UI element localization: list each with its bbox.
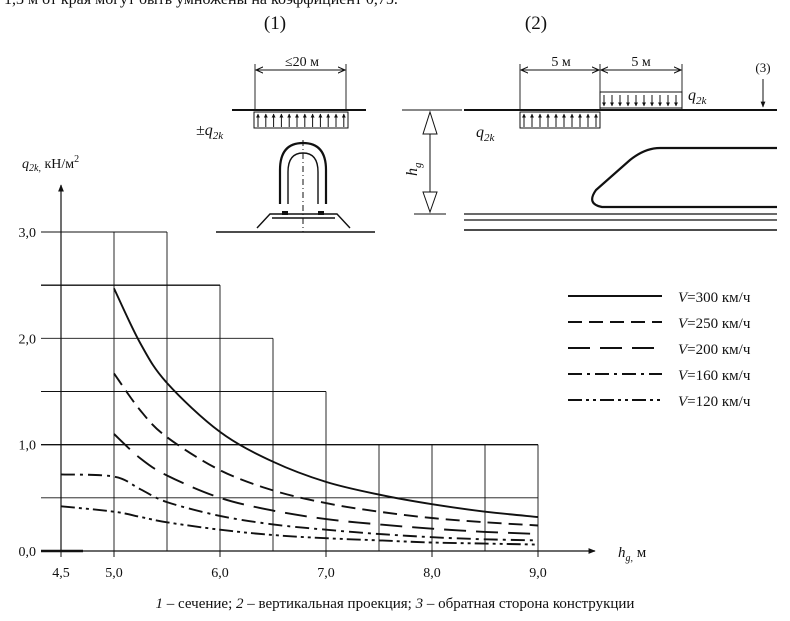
series-line: [60, 473, 539, 542]
x-tick-label: 8,0: [423, 566, 441, 581]
section-label-3: (3): [755, 60, 770, 75]
legend-label: V=300 км/ч: [678, 290, 751, 306]
q-label-right: q2k: [688, 87, 708, 107]
pressure-arrows-section: [256, 113, 346, 127]
legend-label: V=160 км/ч: [678, 368, 751, 384]
pressure-arrows-projection: [522, 95, 678, 127]
section-label-1: (1): [264, 13, 286, 34]
series-line: [113, 433, 539, 535]
q-label-left: q2k: [476, 124, 496, 144]
figure-caption: 1 – сечение; 2 – вертикальная проекция; …: [155, 596, 635, 612]
legend-label: V=120 км/ч: [678, 394, 751, 410]
y-tick-label: 3,0: [19, 226, 37, 241]
series-line: [113, 287, 539, 518]
x-tick-label: 4,5: [52, 566, 70, 581]
chart-legend: V=300 км/чV=250 км/чV=200 км/чV=160 км/ч…: [568, 290, 751, 410]
y-tick-label: 1,0: [19, 439, 37, 454]
dim-le20: ≤20 м: [285, 55, 319, 70]
chart-curves: [60, 287, 539, 546]
cross-section-diagram: ≤20 м ±q2k: [196, 55, 375, 233]
pm-q-label: ±q2k: [196, 122, 224, 142]
chart-ticks: 4,5 5,0 6,0 7,0 8,0 9,0 0,0 1,0 2,0 3,0: [19, 226, 547, 581]
x-tick-label: 6,0: [211, 566, 229, 581]
series-line: [60, 505, 539, 546]
vertical-projection-diagram: 5 м 5 м q2k q2k: [464, 55, 777, 231]
x-tick-label: 9,0: [529, 566, 547, 581]
chart-axes: [41, 184, 596, 554]
x-axis-label: hg, м: [618, 545, 647, 564]
dim-5b: 5 м: [631, 55, 651, 70]
y-axis-label: q2k, кН/м2: [22, 154, 79, 174]
hg-dimension: hg: [402, 109, 462, 215]
x-tick-label: 5,0: [105, 566, 123, 581]
series-line: [113, 372, 539, 527]
figure: (1) (2) (3) ≤20 м ±q2k hg: [19, 13, 777, 581]
header-fragment: 1,3 м от края могут быть умножены на коэ…: [0, 0, 790, 9]
legend-label: V=200 км/ч: [678, 342, 751, 358]
dim-5a: 5 м: [551, 55, 571, 70]
x-tick-label: 7,0: [317, 566, 335, 581]
pressure-chart: 4,5 5,0 6,0 7,0 8,0 9,0 0,0 1,0 2,0 3,0 q2k, кН/м…: [19, 154, 751, 581]
y-tick-label: 2,0: [19, 332, 37, 347]
legend-label: V=250 км/ч: [678, 316, 751, 332]
chart-grid: [41, 231, 539, 551]
y-tick-label: 0,0: [19, 545, 37, 560]
section-label-2: (2): [525, 13, 547, 34]
hg-label: hg: [404, 162, 424, 176]
